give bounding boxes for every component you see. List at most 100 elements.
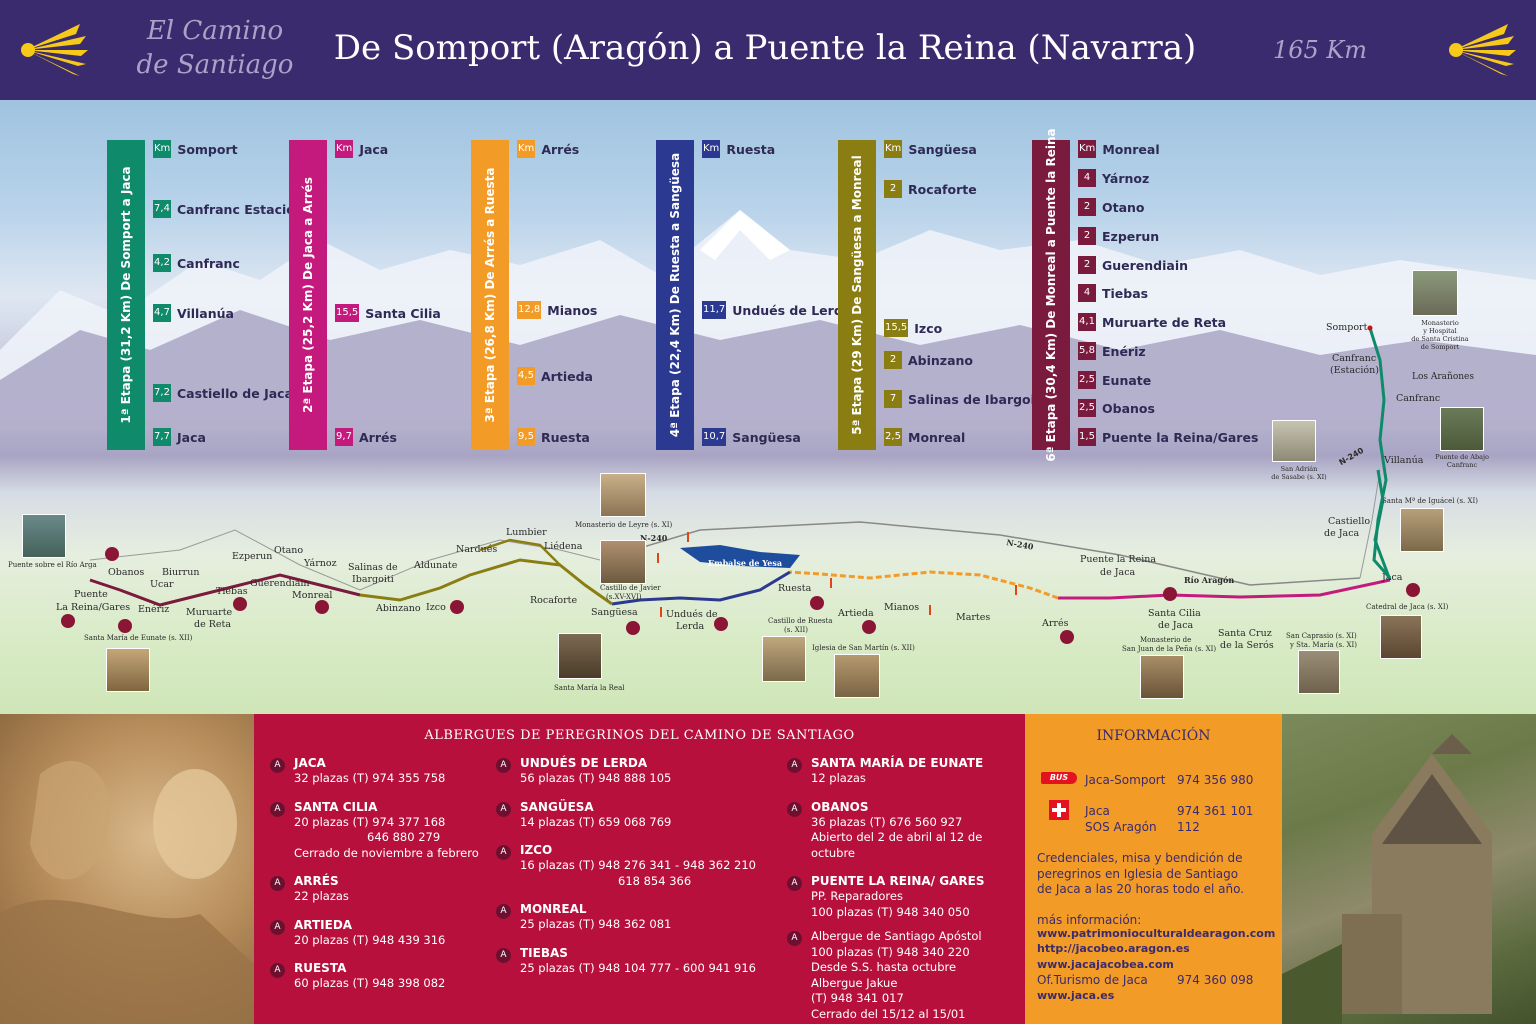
- road-label-n240-b: N-240: [1006, 537, 1035, 552]
- town-guerendiain: Guerendiain: [250, 578, 310, 589]
- albergue-badge-icon: A: [270, 758, 285, 773]
- albergue-badge-icon: A: [496, 758, 511, 773]
- route-stage-6: [89, 573, 361, 607]
- info-note-1: Credenciales, misa y bendición de: [1037, 851, 1243, 865]
- albergues-panel: ALBERGUES DE PEREGRINOS DEL CAMINO DE SA…: [254, 714, 1025, 1024]
- health-jaca: Jaca: [1085, 804, 1110, 818]
- photo-monasterio-somport: [1412, 270, 1458, 316]
- stage-4-bar: 4ª Etapa (22,4 Km) De Ruesta a Sangüesa: [656, 140, 694, 450]
- health-cross-icon: [1049, 800, 1069, 820]
- link-jaca[interactable]: www.jaca.es: [1037, 989, 1115, 1002]
- sculpture-illustration: [0, 761, 254, 1024]
- albergue-badge-icon: A: [496, 947, 511, 963]
- town-narbues: Nardués: [456, 544, 497, 555]
- albergue-badge-icon: A: [270, 876, 285, 891]
- stage-2-bar: 2ª Etapa (25,2 Km) De Jaca a Arrés: [289, 140, 327, 450]
- route-map: Castiello de Jaca Jaca Santa Cilia de Ja…: [8, 469, 1478, 692]
- albergue-badge-icon: A: [270, 919, 285, 935]
- town-castiello: Castiello: [1328, 516, 1370, 527]
- oficina-turismo-phone: 974 360 098: [1177, 973, 1254, 987]
- landmark-castillo-ruesta: Castillo de Ruesta: [768, 617, 832, 625]
- stage-5: 5ª Etapa (29 Km) De Sangüesa a Monreal K…: [838, 140, 1045, 450]
- landmark-iguacel: Santa Mª de Iguácel (s. XI): [1382, 497, 1478, 505]
- town-muruarte-2: de Reta: [194, 619, 231, 630]
- bus-icon: BUS: [1041, 772, 1077, 784]
- stage-6: 6ª Etapa (30,4 Km) De Monreal a Puente l…: [1032, 128, 1258, 462]
- photo-san-caprasio: [1298, 650, 1340, 694]
- stage-6-bar: 6ª Etapa (30,4 Km) De Monreal a Puente l…: [1032, 128, 1070, 462]
- albergue-badge-icon: A: [496, 904, 511, 919]
- stage-3-bar: 3ª Etapa (26,8 Km) De Arrés a Ruesta: [471, 140, 509, 450]
- town-biurrun: Biurrun: [162, 567, 199, 578]
- route-stage-5-lumbier: [479, 538, 561, 566]
- bottom-panel: ALBERGUES DE PEREGRINOS DEL CAMINO DE SA…: [0, 714, 1536, 1024]
- road-labels: N-240 N-240 Río Aragón Embalse de Yesa: [640, 533, 1234, 585]
- town-muruarte: Muruarte: [186, 607, 233, 618]
- town-eneriz: Enériz: [138, 604, 169, 615]
- town-santa-cruz-2: de la Serós: [1220, 640, 1274, 651]
- town-puente: Puente: [74, 589, 108, 600]
- landmark-san-caprasio: San Caprasio (s. XI): [1286, 632, 1357, 640]
- albergue-badge-icon: A: [787, 931, 802, 946]
- albergue-badge-icon: A: [270, 801, 285, 817]
- info-panel: INFORMACIÓN BUS Jaca-Somport 974 356 980…: [1025, 714, 1282, 1024]
- link-jacajacobea[interactable]: www.jacajacobea.com: [1037, 958, 1174, 971]
- town-ruesta: Ruesta: [778, 583, 812, 594]
- health-sos-phone: 112: [1177, 820, 1200, 834]
- photo-santa-maria-real: [558, 633, 602, 679]
- stage-5-bar: 5ª Etapa (29 Km) De Sangüesa a Monreal: [838, 140, 876, 450]
- town-puente-la-reina-jaca: Puente la Reina: [1080, 554, 1156, 565]
- photo-javier: [600, 540, 646, 584]
- albergue-badge-icon: A: [496, 801, 511, 817]
- landmark-san-juan-2: San Juan de la Peña (s. XI): [1122, 645, 1216, 653]
- map-albergue-markers: [61, 547, 1420, 644]
- town-martes: Martes: [956, 612, 990, 623]
- road-label-n240-a: N-240: [640, 533, 668, 543]
- photo-castillo-ruesta: [762, 636, 806, 682]
- landmark-leyre: Monasterio de Leyre (s. XI): [575, 521, 672, 529]
- photo-leyre: [600, 473, 646, 517]
- link-jacobeo[interactable]: http://jacobeo.aragon.es: [1037, 942, 1190, 955]
- photo-iguacel: [1400, 508, 1444, 552]
- sculpture-photo: [0, 714, 254, 1024]
- town-puente-2: La Reina/Gares: [56, 602, 130, 613]
- photo-puente-abajo: [1440, 407, 1484, 451]
- landmark-eunate: Santa María de Eunate (s. XII): [84, 634, 193, 642]
- health-jaca-phone: 974 361 101: [1177, 804, 1254, 818]
- town-puente-la-reina-jaca-2: de Jaca: [1100, 567, 1136, 578]
- page-title: De Somport (Aragón) a Puente la Reina (N…: [333, 28, 1197, 68]
- total-distance: 165 Km: [1272, 36, 1368, 64]
- photo-eunate: [106, 648, 150, 692]
- town-ezperun: Ezperun: [232, 551, 272, 562]
- link-patrimonio[interactable]: www.patrimonioculturaldearagon.com: [1037, 927, 1276, 940]
